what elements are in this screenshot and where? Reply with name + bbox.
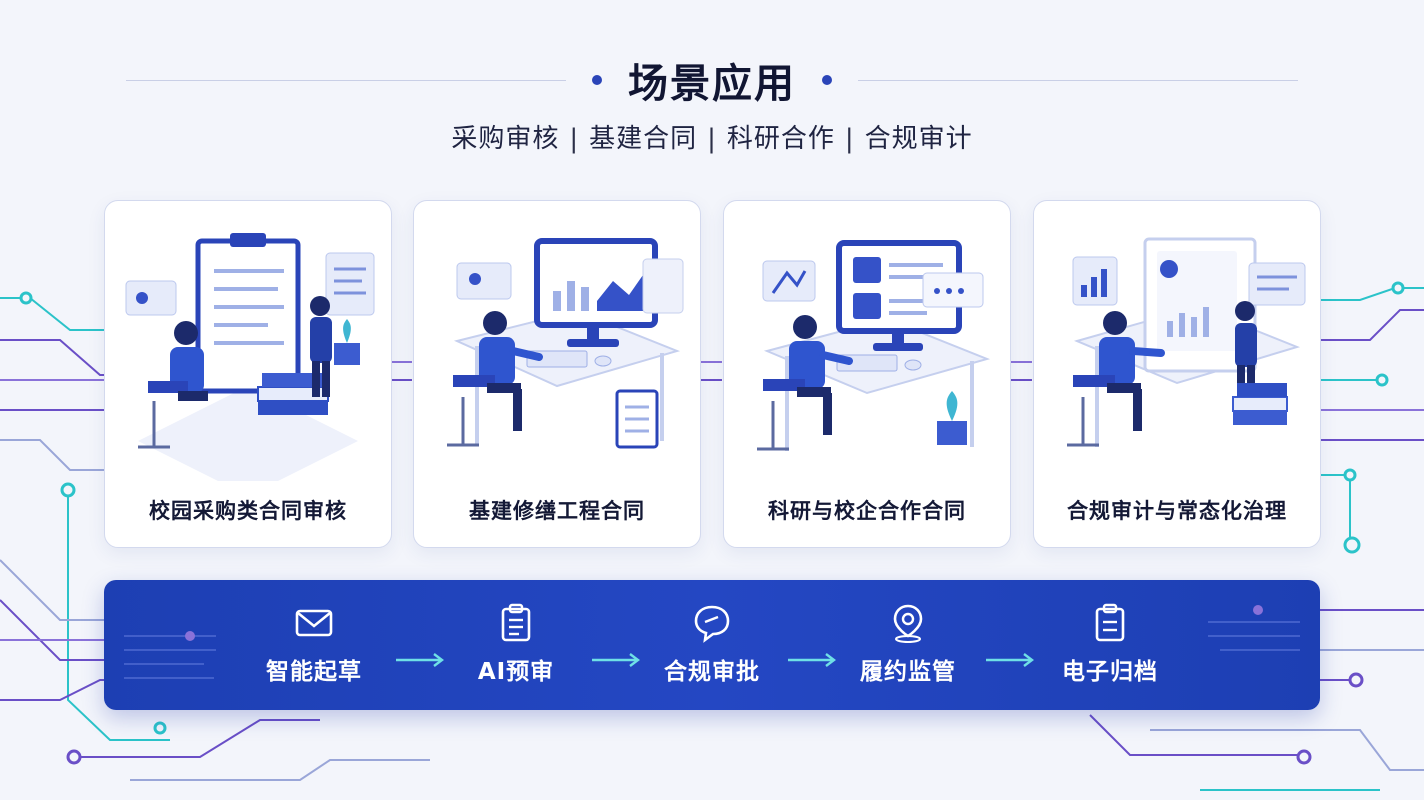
- subtitle: 采购审核 | 基建合同 | 科研合作 | 合规审计: [0, 118, 1424, 155]
- title-dot-right: [822, 75, 832, 85]
- flow-step-label: 智能起草: [266, 659, 362, 685]
- envelope-icon: [295, 609, 333, 637]
- arrow-right-icon: [986, 653, 1034, 667]
- subtitle-item: 采购审核: [451, 124, 560, 154]
- title-line-left: [126, 79, 566, 81]
- flow-step-label: 履约监管: [860, 659, 956, 685]
- document-archive-icon: [1095, 603, 1125, 642]
- flow-step-ai-review[interactable]: AI预审: [446, 602, 586, 692]
- arrow-right-icon: [788, 653, 836, 667]
- flow-step-drafting[interactable]: 智能起草: [244, 602, 384, 692]
- clipboard-list-icon: [501, 603, 531, 642]
- card-label: 基建修缮工程合同: [469, 499, 645, 523]
- subtitle-separator: |: [569, 124, 580, 154]
- banner-circuit-decoration: [124, 605, 1300, 679]
- arrow-right-icon: [396, 653, 444, 667]
- subtitle-item: 科研合作: [726, 124, 835, 154]
- research-cooperation-illustration: [757, 240, 991, 451]
- flow-step-archiving[interactable]: 电子归档: [1040, 602, 1180, 692]
- compliance-audit-illustration: [1067, 237, 1306, 447]
- subtitle-separator: |: [844, 124, 855, 154]
- workflow-banner: 智能起草 AI预审 合规审批 履约监管: [104, 580, 1320, 710]
- flow-step-label: 合规审批: [664, 659, 760, 685]
- subtitle-item: 合规审计: [864, 124, 973, 154]
- procurement-review-illustration: [125, 233, 375, 481]
- location-pin-icon: [893, 604, 923, 643]
- flow-step-label: AI预审: [477, 659, 555, 685]
- scenario-card-construction[interactable]: 基建修缮工程合同: [413, 200, 701, 548]
- card-label: 合规审计与常态化治理: [1067, 499, 1287, 523]
- title-line-right: [858, 79, 1298, 81]
- subtitle-separator: |: [707, 124, 717, 154]
- page-title: 场景应用: [628, 61, 796, 107]
- subtitle-item: 基建合同: [589, 124, 698, 154]
- chat-check-icon: [694, 605, 730, 643]
- title-dot-left: [592, 75, 602, 85]
- title-row: 场景应用: [0, 50, 1424, 110]
- scenario-card-research[interactable]: 科研与校企合作合同: [723, 200, 1011, 548]
- construction-contract-illustration: [447, 238, 684, 449]
- card-label: 科研与校企合作合同: [768, 499, 966, 523]
- flow-step-label: 电子归档: [1062, 659, 1158, 685]
- card-label: 校园采购类合同审核: [149, 499, 347, 523]
- scenario-card-compliance[interactable]: 合规审计与常态化治理: [1033, 200, 1321, 548]
- arrow-right-icon: [592, 653, 640, 667]
- flow-step-monitoring[interactable]: 履约监管: [838, 602, 978, 692]
- flow-step-approval[interactable]: 合规审批: [642, 602, 782, 692]
- scenario-card-procurement[interactable]: 校园采购类合同审核: [104, 200, 392, 548]
